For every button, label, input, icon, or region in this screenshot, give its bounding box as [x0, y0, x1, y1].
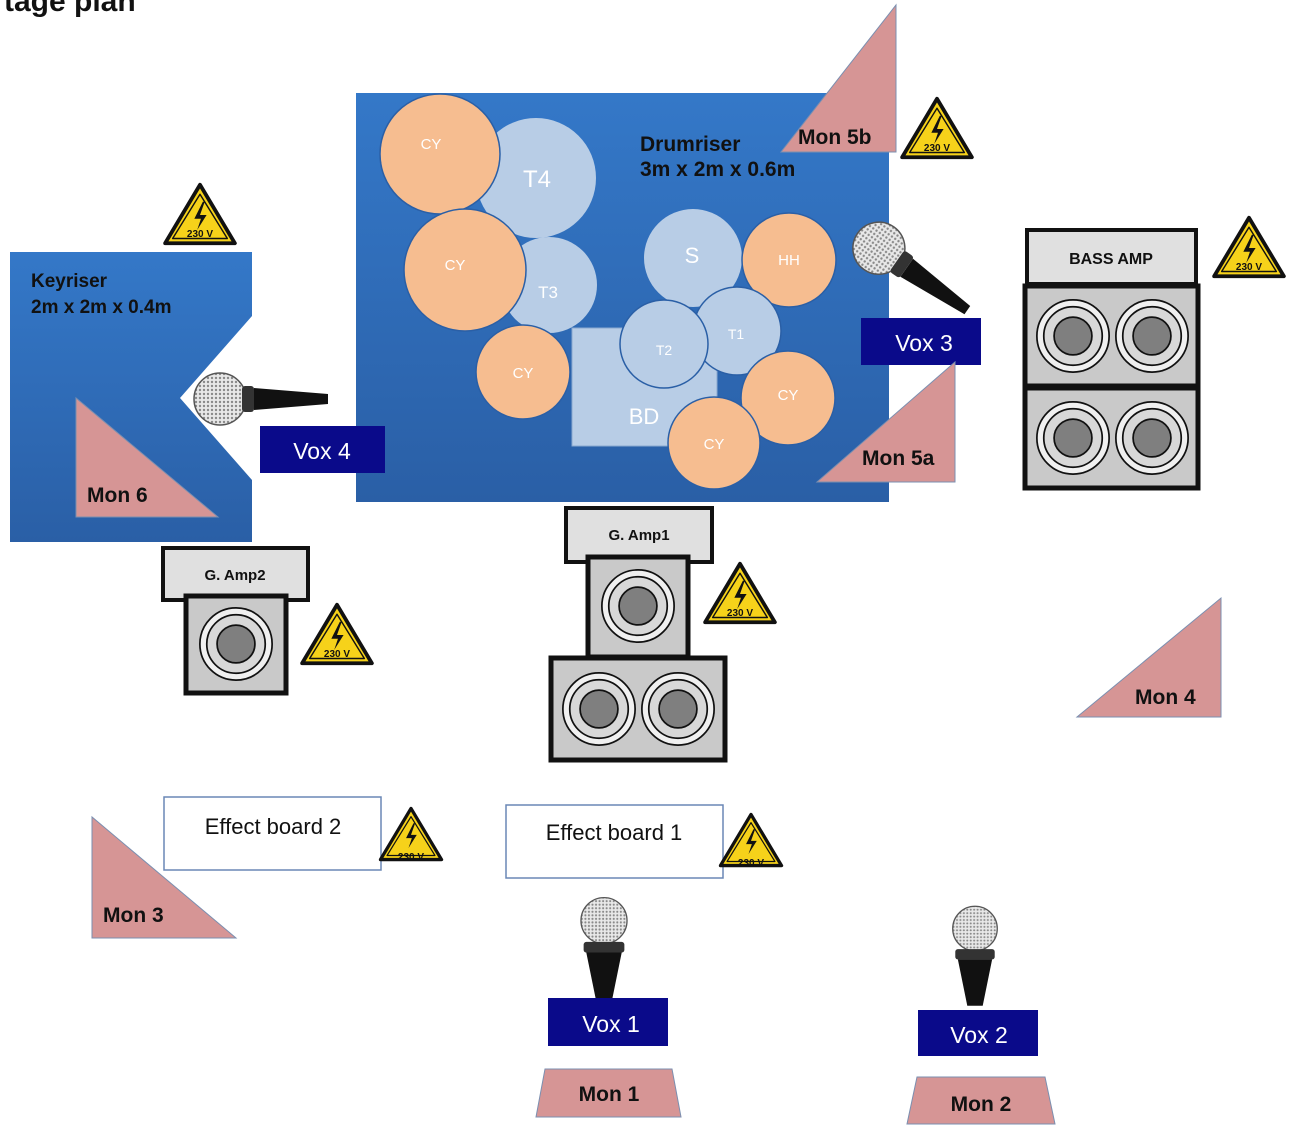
- monitor-5b-label: Mon 5b: [798, 126, 872, 149]
- microphone-icon: [193, 372, 329, 426]
- monitor-1-label: Mon 1: [579, 1083, 640, 1106]
- cymbal-4: [740, 350, 836, 446]
- tom-2: [619, 299, 709, 389]
- monitor-5a-label: Mon 5a: [862, 447, 935, 470]
- vox-1: Vox 1: [548, 998, 668, 1046]
- speaker-cone-icon: [561, 671, 637, 747]
- cymbal-1: [379, 93, 501, 215]
- guitar-amp-2-label: G. Amp2: [204, 567, 265, 584]
- monitor-5b: Mon 5b: [779, 3, 897, 153]
- bass-amp: BASS AMP: [1022, 228, 1201, 491]
- power-label: 230 V: [398, 852, 424, 863]
- tom-3-label: T3: [538, 283, 558, 302]
- drum-riser-title: Drumriser: [640, 133, 740, 156]
- power-label: 230 V: [727, 608, 753, 619]
- key-riser-dims: 2m x 2m x 0.4m: [31, 297, 171, 318]
- speaker-cone-icon: [1035, 298, 1111, 374]
- cymbal-4-label: CY: [778, 387, 799, 404]
- monitor-5a: Mon 5a: [815, 360, 956, 483]
- effect-board-2-label: Effect board 2: [205, 814, 342, 839]
- monitor-4-label: Mon 4: [1135, 686, 1196, 709]
- speaker-cone-icon: [1114, 400, 1190, 476]
- hihat: [741, 212, 837, 308]
- cymbal-3-label: CY: [513, 365, 534, 382]
- guitar-amp-2: G. Amp2: [161, 546, 310, 696]
- vox-1-label: Vox 1: [582, 1011, 640, 1037]
- vox-3: Vox 3: [861, 318, 981, 365]
- tom-4-label: T4: [523, 166, 551, 193]
- microphone-icon: [580, 896, 628, 1002]
- monitor-6-label: Mon 6: [87, 484, 148, 507]
- power-label: 230 V: [324, 649, 350, 660]
- cymbal-2-label: CY: [445, 257, 466, 274]
- cymbal-2: [403, 208, 527, 332]
- page-title: tage plan: [4, 0, 136, 18]
- snare: [644, 209, 742, 307]
- speaker-cone-icon: [640, 671, 716, 747]
- vox-2: Vox 2: [918, 1010, 1038, 1056]
- hihat-label: HH: [778, 252, 800, 269]
- effect-board-1: Effect board 1: [505, 804, 724, 879]
- key-riser-title: Keyriser: [31, 271, 108, 292]
- power-label: 230 V: [924, 143, 950, 154]
- key-riser-platform: [10, 252, 252, 542]
- speaker-cone-icon: [1114, 298, 1190, 374]
- tom-1-label: T1: [728, 326, 745, 342]
- bass-amp-label: BASS AMP: [1069, 251, 1153, 268]
- effect-board-1-label: Effect board 1: [546, 820, 683, 845]
- guitar-amp-1: G. Amp1: [548, 506, 728, 763]
- speaker-cone-icon: [199, 607, 273, 681]
- power-label: 230 V: [738, 858, 764, 869]
- vox-3-label: Vox 3: [895, 330, 953, 356]
- drum-riser: Drumriser 3m x 2m x 0.6m BD T4 CY T3 CY …: [356, 93, 889, 502]
- cymbal-3: [475, 324, 571, 420]
- monitor-3: Mon 3: [91, 815, 238, 939]
- effect-board-2: Effect board 2: [163, 796, 382, 871]
- cymbal-5-label: CY: [704, 436, 725, 453]
- vox-4: Vox 4: [260, 426, 385, 473]
- monitor-2: Mon 2: [906, 1076, 1056, 1125]
- tom-2-label: T2: [656, 342, 673, 358]
- speaker-cone-icon: [601, 569, 675, 643]
- monitor-2-label: Mon 2: [951, 1093, 1012, 1116]
- power-label: 230 V: [187, 229, 213, 240]
- speaker-cone-icon: [1035, 400, 1111, 476]
- monitor-3-label: Mon 3: [103, 904, 164, 927]
- monitor-6: [75, 396, 220, 518]
- snare-label: S: [685, 243, 700, 268]
- microphone-icon: [952, 905, 998, 1007]
- bass-drum-label: BD: [629, 404, 660, 429]
- vox-4-label: Vox 4: [293, 438, 351, 464]
- vox-2-label: Vox 2: [950, 1022, 1008, 1048]
- drum-riser-dims: 3m x 2m x 0.6m: [640, 158, 795, 181]
- monitor-1: Mon 1: [535, 1068, 682, 1118]
- cymbal-5: [667, 396, 761, 490]
- tom-4: [476, 118, 596, 238]
- power-label: 230 V: [1236, 262, 1262, 273]
- key-riser: Keyriser 2m x 2m x 0.4m Mon 6: [10, 252, 252, 542]
- guitar-amp-1-label: G. Amp1: [608, 527, 669, 544]
- monitor-4: Mon 4: [1075, 596, 1222, 718]
- cymbal-1-label: CY: [421, 136, 442, 153]
